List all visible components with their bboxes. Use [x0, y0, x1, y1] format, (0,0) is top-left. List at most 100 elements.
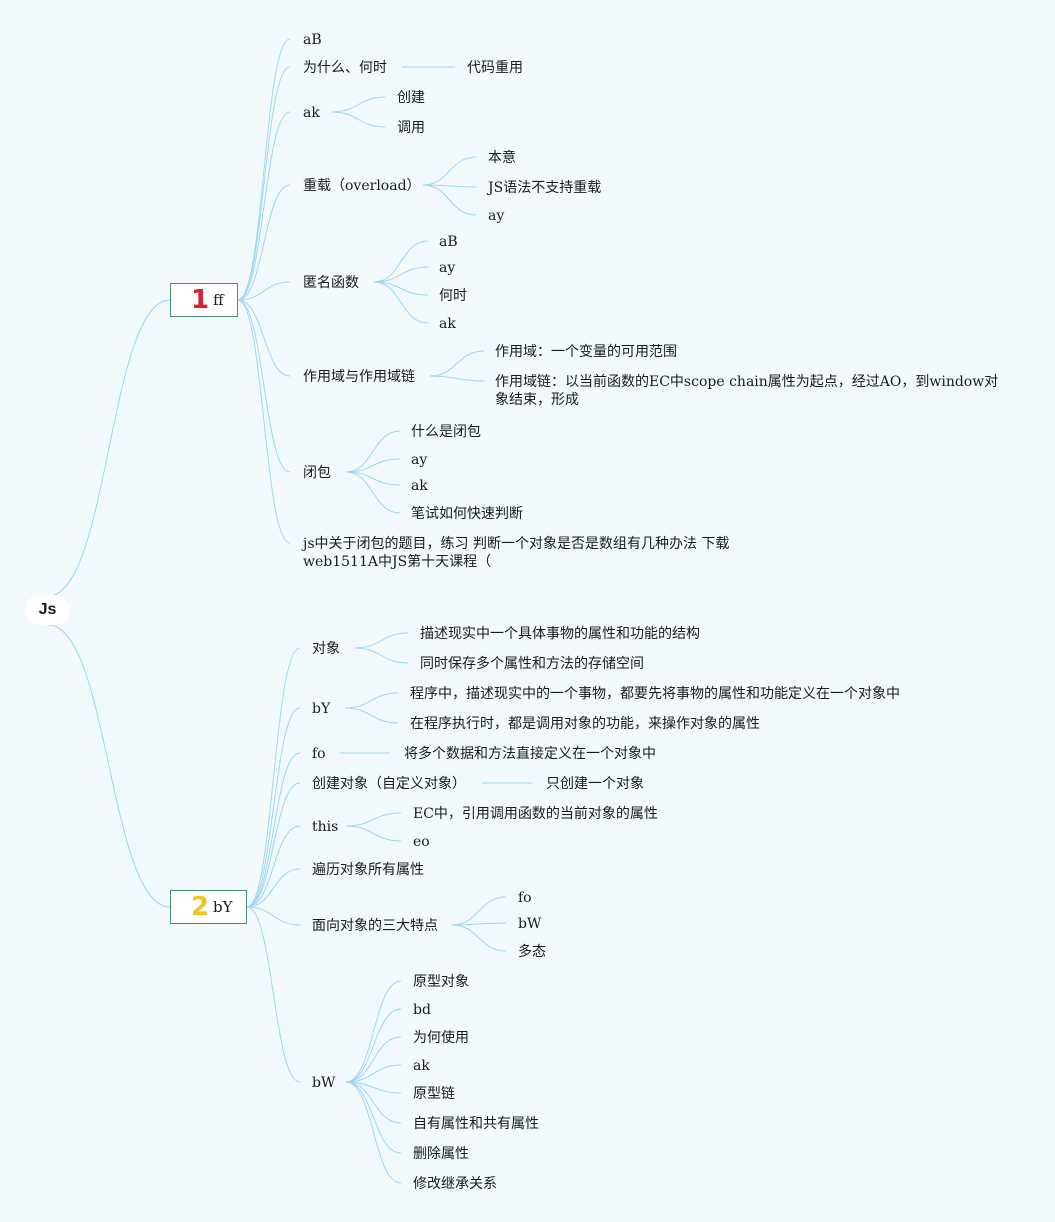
subtopic-by-desc-1[interactable]: 程序中，描述现实中的一个事物，都要先将事物的属性和功能定义在一个对象中	[410, 686, 900, 702]
topic-closure[interactable]: 闭包	[303, 465, 331, 481]
subtopic-what-closure[interactable]: 什么是闭包	[411, 424, 481, 440]
subtopic-fo-desc[interactable]: 将多个数据和方法直接定义在一个对象中	[404, 746, 656, 762]
connector	[345, 1008, 402, 1083]
connector	[331, 111, 386, 128]
topic-ak[interactable]: ak	[303, 105, 320, 121]
subtopic-closure-ay[interactable]: ay	[411, 452, 428, 468]
topic-this[interactable]: this	[312, 819, 339, 835]
connector	[373, 281, 429, 324]
subtopic-bd[interactable]: bd	[413, 1002, 431, 1018]
subtopic-scope-chain-def[interactable]: 作用域链：以当前函数的EC中scope chain属性为起点，经过AO，到win…	[495, 374, 999, 408]
connector	[345, 1064, 402, 1083]
connector	[345, 430, 401, 473]
subtopic-intent[interactable]: 本意	[488, 150, 516, 166]
topic-overload[interactable]: 重载（overload）	[303, 178, 421, 194]
subtopic-code-reuse[interactable]: 代码重用	[467, 60, 523, 76]
branch-node-objects[interactable]: 2 bY	[170, 890, 247, 924]
topic-object[interactable]: 对象	[312, 641, 340, 657]
branch-label: ff	[213, 291, 224, 309]
connector	[246, 782, 301, 908]
subtopic-three-fo[interactable]: fo	[518, 890, 532, 906]
connector	[331, 96, 386, 113]
connector	[354, 647, 409, 664]
subtopic-three-bw[interactable]: bW	[518, 916, 542, 932]
connector	[451, 924, 507, 952]
subtopic-by-desc-2[interactable]: 在程序执行时，都是调用对象的功能，来操作对象的属性	[410, 716, 760, 732]
connector	[345, 1081, 402, 1124]
connector	[451, 896, 507, 926]
subtopic-anon-ay[interactable]: ay	[439, 260, 456, 276]
connector	[246, 752, 301, 908]
connector	[429, 350, 485, 377]
root-node[interactable]: Js	[25, 595, 70, 625]
connector	[237, 299, 291, 544]
subtopic-closure-ak[interactable]: ak	[411, 478, 428, 494]
topic-bw[interactable]: bW	[312, 1075, 336, 1091]
subtopic-why-use[interactable]: 为何使用	[413, 1030, 469, 1046]
connector	[373, 266, 429, 283]
subtopic-object-desc-2[interactable]: 同时保存多个属性和方法的存储空间	[420, 656, 644, 672]
subtopic-call[interactable]: 调用	[397, 120, 425, 136]
connector	[237, 38, 291, 301]
topic-by[interactable]: bY	[312, 701, 331, 717]
connector	[345, 980, 402, 1083]
connector	[237, 299, 291, 377]
connector	[373, 240, 429, 283]
connector	[246, 906, 301, 1083]
subtopic-own-shared[interactable]: 自有属性和共有属性	[413, 1116, 539, 1132]
connector	[345, 471, 401, 514]
connector	[237, 66, 291, 301]
subtopic-anon-ab[interactable]: aB	[439, 234, 458, 250]
connector	[345, 825, 402, 842]
connector	[429, 375, 485, 382]
number-1-icon: 1	[191, 285, 210, 315]
topic-ab[interactable]: aB	[303, 32, 322, 48]
subtopic-modify-inheritance[interactable]: 修改继承关系	[413, 1176, 497, 1192]
connector	[237, 281, 291, 301]
connector	[246, 707, 301, 908]
topic-traverse[interactable]: 遍历对象所有属性	[312, 862, 424, 878]
subtopic-create[interactable]: 创建	[397, 90, 425, 106]
subtopic-polymorphism[interactable]: 多态	[518, 944, 546, 960]
subtopic-prototype-object[interactable]: 原型对象	[413, 974, 469, 990]
connector	[47, 299, 171, 597]
topic-three-features[interactable]: 面向对象的三大特点	[312, 918, 438, 934]
subtopic-quick-judge[interactable]: 笔试如何快速判断	[411, 506, 523, 522]
subtopic-bw-ak[interactable]: ak	[413, 1058, 430, 1074]
topic-why-when[interactable]: 为什么、何时	[303, 60, 387, 76]
subtopic-ay[interactable]: ay	[488, 208, 505, 224]
topic-fo[interactable]: fo	[312, 746, 326, 762]
subtopic-anon-ak[interactable]: ak	[439, 316, 456, 332]
topic-scope[interactable]: 作用域与作用域链	[303, 369, 415, 385]
connector	[451, 922, 507, 926]
connector	[237, 299, 291, 473]
number-2-icon: 2	[191, 892, 210, 922]
connector	[345, 1081, 402, 1184]
branch-label: bY	[213, 898, 233, 916]
subtopic-create-one[interactable]: 只创建一个对象	[546, 776, 644, 792]
connector	[246, 647, 301, 908]
topic-create-object[interactable]: 创建对象（自定义对象）	[312, 776, 466, 792]
subtopic-anon-when[interactable]: 何时	[439, 288, 467, 304]
connector	[344, 692, 399, 709]
connector	[345, 1081, 402, 1094]
subtopic-scope-def[interactable]: 作用域：一个变量的可用范围	[495, 344, 677, 360]
connector	[246, 906, 301, 926]
subtopic-prototype-chain[interactable]: 原型链	[413, 1086, 455, 1102]
topic-anonymous-function[interactable]: 匿名函数	[303, 275, 359, 291]
subtopic-not-supported[interactable]: JS语法不支持重载	[488, 180, 602, 196]
connector	[47, 624, 171, 908]
subtopic-object-desc-1[interactable]: 描述现实中一个具体事物的属性和功能的结构	[420, 626, 700, 642]
connector	[373, 281, 429, 296]
connector	[354, 632, 409, 649]
connector	[345, 458, 401, 473]
subtopic-this-desc[interactable]: EC中，引用调用函数的当前对象的属性	[413, 806, 658, 822]
connector	[422, 156, 477, 186]
subtopic-eo[interactable]: eo	[413, 834, 430, 850]
connector	[246, 825, 301, 908]
topic-exercise[interactable]: js中关于闭包的题目，练习 判断一个对象是否是数组有几种办法 下载web1511…	[303, 536, 730, 570]
branch-node-functions[interactable]: 1 ff	[170, 283, 238, 317]
connector	[344, 707, 399, 724]
subtopic-delete-property[interactable]: 删除属性	[413, 1146, 469, 1162]
